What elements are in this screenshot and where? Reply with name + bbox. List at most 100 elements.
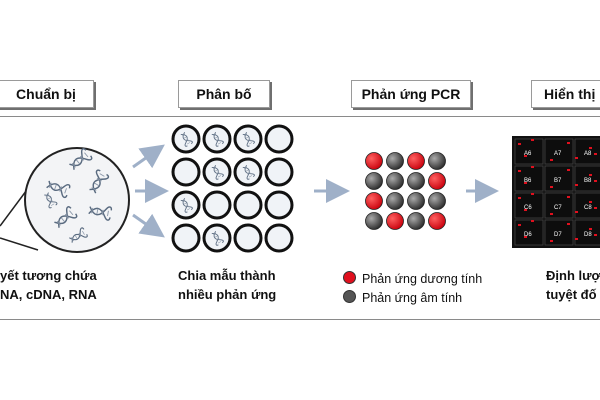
partition-well xyxy=(264,223,294,253)
partition-well xyxy=(233,157,263,187)
partition-well xyxy=(264,124,294,154)
well-label: A8 xyxy=(584,151,592,157)
positive-reaction xyxy=(407,152,425,170)
step-header-display: Hiển thị xyxy=(531,80,600,108)
partition-grid xyxy=(171,124,294,253)
positive-dot-icon xyxy=(343,271,356,284)
well-label: C6 xyxy=(524,205,532,211)
caption-partition-line2: nhiều phản ứng xyxy=(178,287,277,302)
dna-icon xyxy=(180,131,193,147)
well-cell: B7 xyxy=(544,165,574,192)
caption-sample-line2: NA, cDNA, RNA xyxy=(0,287,97,302)
bottom-rule xyxy=(0,319,600,320)
negative-reaction xyxy=(428,192,446,210)
caption-sample: yết tương chứa NA, cDNA, RNA xyxy=(0,266,97,304)
partition-well xyxy=(233,124,263,154)
dna-icon xyxy=(69,227,88,243)
caption-partition-line1: Chia mẫu thành xyxy=(178,268,276,283)
dna-icon xyxy=(44,192,58,209)
well-label: B8 xyxy=(584,178,592,184)
dna-icon xyxy=(89,169,110,194)
arrow-down xyxy=(132,213,165,238)
well-cell: C6 xyxy=(514,192,544,219)
dna-icon xyxy=(211,230,224,246)
well-label: C8 xyxy=(584,205,592,211)
dna-icon xyxy=(211,164,224,180)
dna-icon xyxy=(180,197,193,213)
negative-reaction xyxy=(365,212,383,230)
positive-reaction xyxy=(428,172,446,190)
partition-well xyxy=(264,157,294,187)
pcr-result-grid xyxy=(365,152,446,230)
partition-well xyxy=(171,190,201,220)
dna-icon xyxy=(211,131,224,147)
well-cell: B8 xyxy=(574,165,600,192)
well-cell: A7 xyxy=(544,138,574,165)
arrows xyxy=(132,144,499,238)
negative-reaction xyxy=(386,152,404,170)
caption-quantify-line2: tuyệt đố xyxy=(546,287,597,302)
well-cell: A8 xyxy=(574,138,600,165)
partition-well xyxy=(202,124,232,154)
well-cell: C8 xyxy=(574,192,600,219)
well-label: A6 xyxy=(524,151,532,157)
dna-icon xyxy=(242,164,255,180)
caption-quantify: Định lượ tuyệt đố xyxy=(546,266,600,304)
positive-reaction xyxy=(428,212,446,230)
positive-reaction xyxy=(365,192,383,210)
partition-well xyxy=(171,124,201,154)
well-cell: D7 xyxy=(544,219,574,246)
negative-reaction xyxy=(365,172,383,190)
negative-reaction xyxy=(407,212,425,230)
step-header-prepare: Chuẩn bị xyxy=(0,80,94,108)
step-header-partition: Phân bố xyxy=(178,80,270,108)
well-label: D6 xyxy=(524,232,532,238)
top-rule xyxy=(0,116,600,117)
partition-well xyxy=(202,190,232,220)
caption-partition: Chia mẫu thành nhiều phản ứng xyxy=(178,266,276,304)
partition-well xyxy=(202,223,232,253)
legend-negative-label: Phản ứng âm tính xyxy=(362,291,463,305)
legend-negative: Phản ứng âm tính xyxy=(343,290,462,306)
well-label: C7 xyxy=(554,205,562,211)
arrow-up xyxy=(132,144,165,169)
partition-well xyxy=(233,223,263,253)
caption-quantify-line1: Định lượ xyxy=(546,268,600,283)
well-label: A7 xyxy=(554,151,562,157)
positive-reaction xyxy=(386,212,404,230)
well-cell: B6 xyxy=(514,165,544,192)
well-cell: D6 xyxy=(514,219,544,246)
well-cell: D8 xyxy=(574,219,600,246)
partition-well xyxy=(233,190,263,220)
caption-sample-line1: yết tương chứa xyxy=(0,268,97,283)
legend-positive-label: Phản ứng dương tính xyxy=(362,272,483,286)
well-label: B6 xyxy=(524,178,532,184)
negative-reaction xyxy=(407,192,425,210)
dna-icon xyxy=(69,148,93,170)
dna-icon xyxy=(88,206,113,221)
partition-well xyxy=(202,157,232,187)
partition-well xyxy=(171,223,201,253)
well-cell: C7 xyxy=(544,192,574,219)
negative-reaction xyxy=(428,152,446,170)
well-label: B7 xyxy=(554,178,562,184)
positive-reaction xyxy=(365,152,383,170)
negative-reaction xyxy=(386,172,404,190)
dna-icon xyxy=(46,180,71,199)
dna-icon xyxy=(242,131,255,147)
dna-strands xyxy=(44,148,113,243)
step-header-pcr: Phản ứng PCR xyxy=(351,80,471,108)
dna-icon xyxy=(54,206,78,228)
legend-positive: Phản ứng dương tính xyxy=(343,271,482,287)
negative-reaction xyxy=(407,172,425,190)
well-cell: A6 xyxy=(514,138,544,165)
negative-dot-icon xyxy=(343,290,356,303)
partition-well xyxy=(264,190,294,220)
well-label: D7 xyxy=(554,232,562,238)
well-label: D8 xyxy=(584,232,592,238)
partition-well xyxy=(171,157,201,187)
negative-reaction xyxy=(386,192,404,210)
